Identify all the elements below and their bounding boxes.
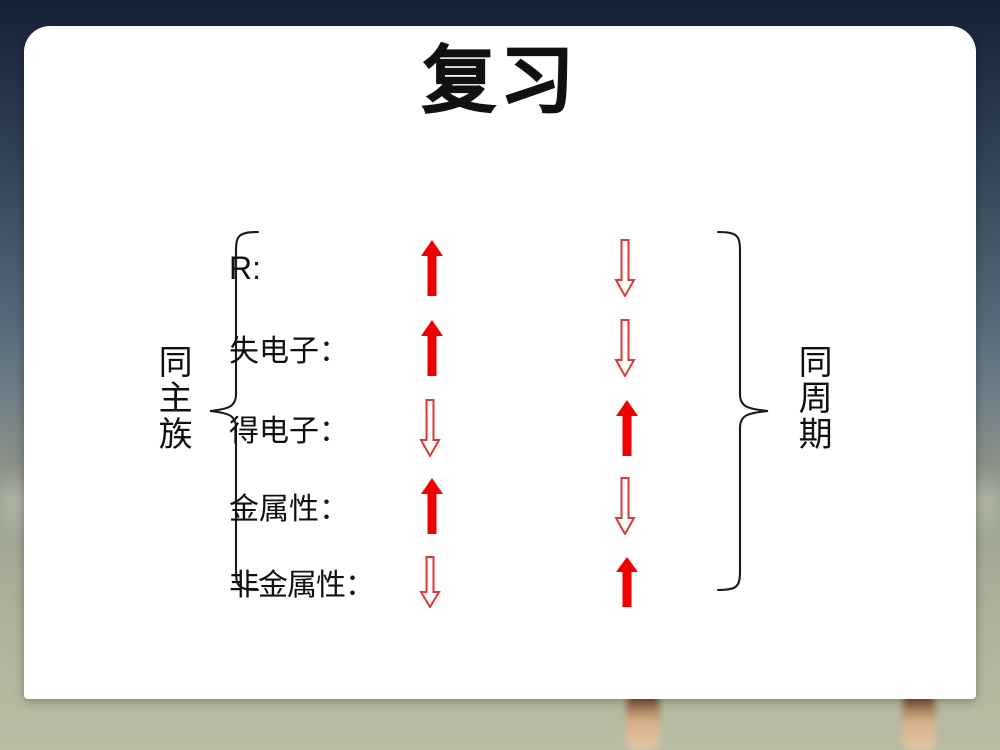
row-left-arrow-cell — [419, 239, 614, 297]
row-left-arrow-cell — [419, 319, 614, 377]
arrow-up-solid-icon — [616, 400, 638, 456]
diagram-row: R: — [229, 239, 829, 297]
row-right-arrow-cell — [614, 556, 809, 608]
row-label: R: — [229, 249, 261, 286]
row-label: 非金属性： — [229, 568, 375, 603]
right-period-label: 同周期 — [792, 344, 833, 452]
row-right-arrow-cell — [614, 319, 809, 377]
periodic-trend-diagram: R: 失电子： — [24, 26, 976, 699]
diagram-row: 非金属性： — [229, 554, 829, 610]
row-right-arrow-cell — [614, 399, 809, 457]
right-brace — [716, 230, 769, 592]
slide-content-card: 复习 R: — [24, 26, 976, 699]
row-right-arrow-cell — [614, 477, 809, 535]
diagram-row: 失电子： — [229, 319, 829, 377]
row-left-arrow-cell — [419, 556, 614, 608]
arrow-up-solid-icon — [421, 478, 443, 534]
arrow-up-solid-icon — [616, 557, 638, 607]
arrow-down-hollow-icon — [419, 556, 441, 608]
diagram-row: 得电子： — [229, 399, 829, 457]
row-label: 得电子： — [229, 414, 349, 449]
arrow-down-hollow-icon — [614, 239, 636, 297]
diagram-row: 金属性： — [229, 477, 829, 535]
row-label: 金属性： — [229, 492, 349, 527]
arrow-down-hollow-icon — [614, 319, 636, 377]
arrow-up-solid-icon — [421, 320, 443, 376]
row-left-arrow-cell — [419, 399, 614, 457]
arrow-down-hollow-icon — [614, 477, 636, 535]
arrow-down-hollow-icon — [419, 399, 441, 457]
row-label: 失电子： — [229, 334, 349, 369]
page-title: 复习 — [422, 38, 578, 124]
row-right-arrow-cell — [614, 239, 809, 297]
left-brace — [209, 230, 260, 592]
arrow-up-solid-icon — [421, 240, 443, 296]
left-group-label: 同主族 — [152, 344, 193, 452]
row-left-arrow-cell — [419, 477, 614, 535]
